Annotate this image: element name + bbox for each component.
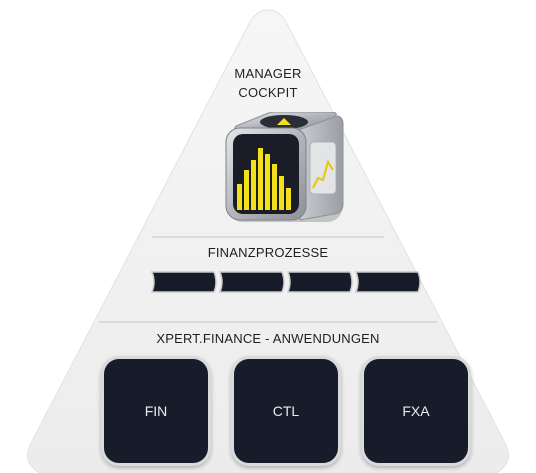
module-fxa: FXA: [361, 356, 471, 466]
process-step-2: [218, 270, 286, 294]
play-arrow-icon: [277, 118, 291, 125]
xpert-finance-label: XPERT.FINANCE - ANWENDUNGEN: [156, 331, 380, 346]
module-fin: FIN: [101, 356, 211, 466]
finanzprozesse-label: FINANZPROZESSE: [207, 245, 329, 260]
process-step-1: [150, 270, 218, 294]
process-step-4: [354, 270, 422, 294]
process-step-3: [286, 270, 354, 294]
module-fxa-label: FXA: [364, 359, 468, 463]
line-chart-icon: [312, 159, 334, 189]
bar-chart-icon: [237, 148, 291, 210]
cockpit-cube-icon: [225, 112, 344, 222]
manager-cockpit-label: MANAGER COCKPIT: [0, 64, 536, 102]
module-ctl: CTL: [231, 356, 341, 466]
module-ctl-label: CTL: [234, 359, 338, 463]
process-chain: [150, 270, 422, 294]
manager-cockpit-line2: COCKPIT: [238, 85, 298, 100]
manager-cockpit-line1: MANAGER: [234, 66, 302, 81]
module-fin-label: FIN: [104, 359, 208, 463]
